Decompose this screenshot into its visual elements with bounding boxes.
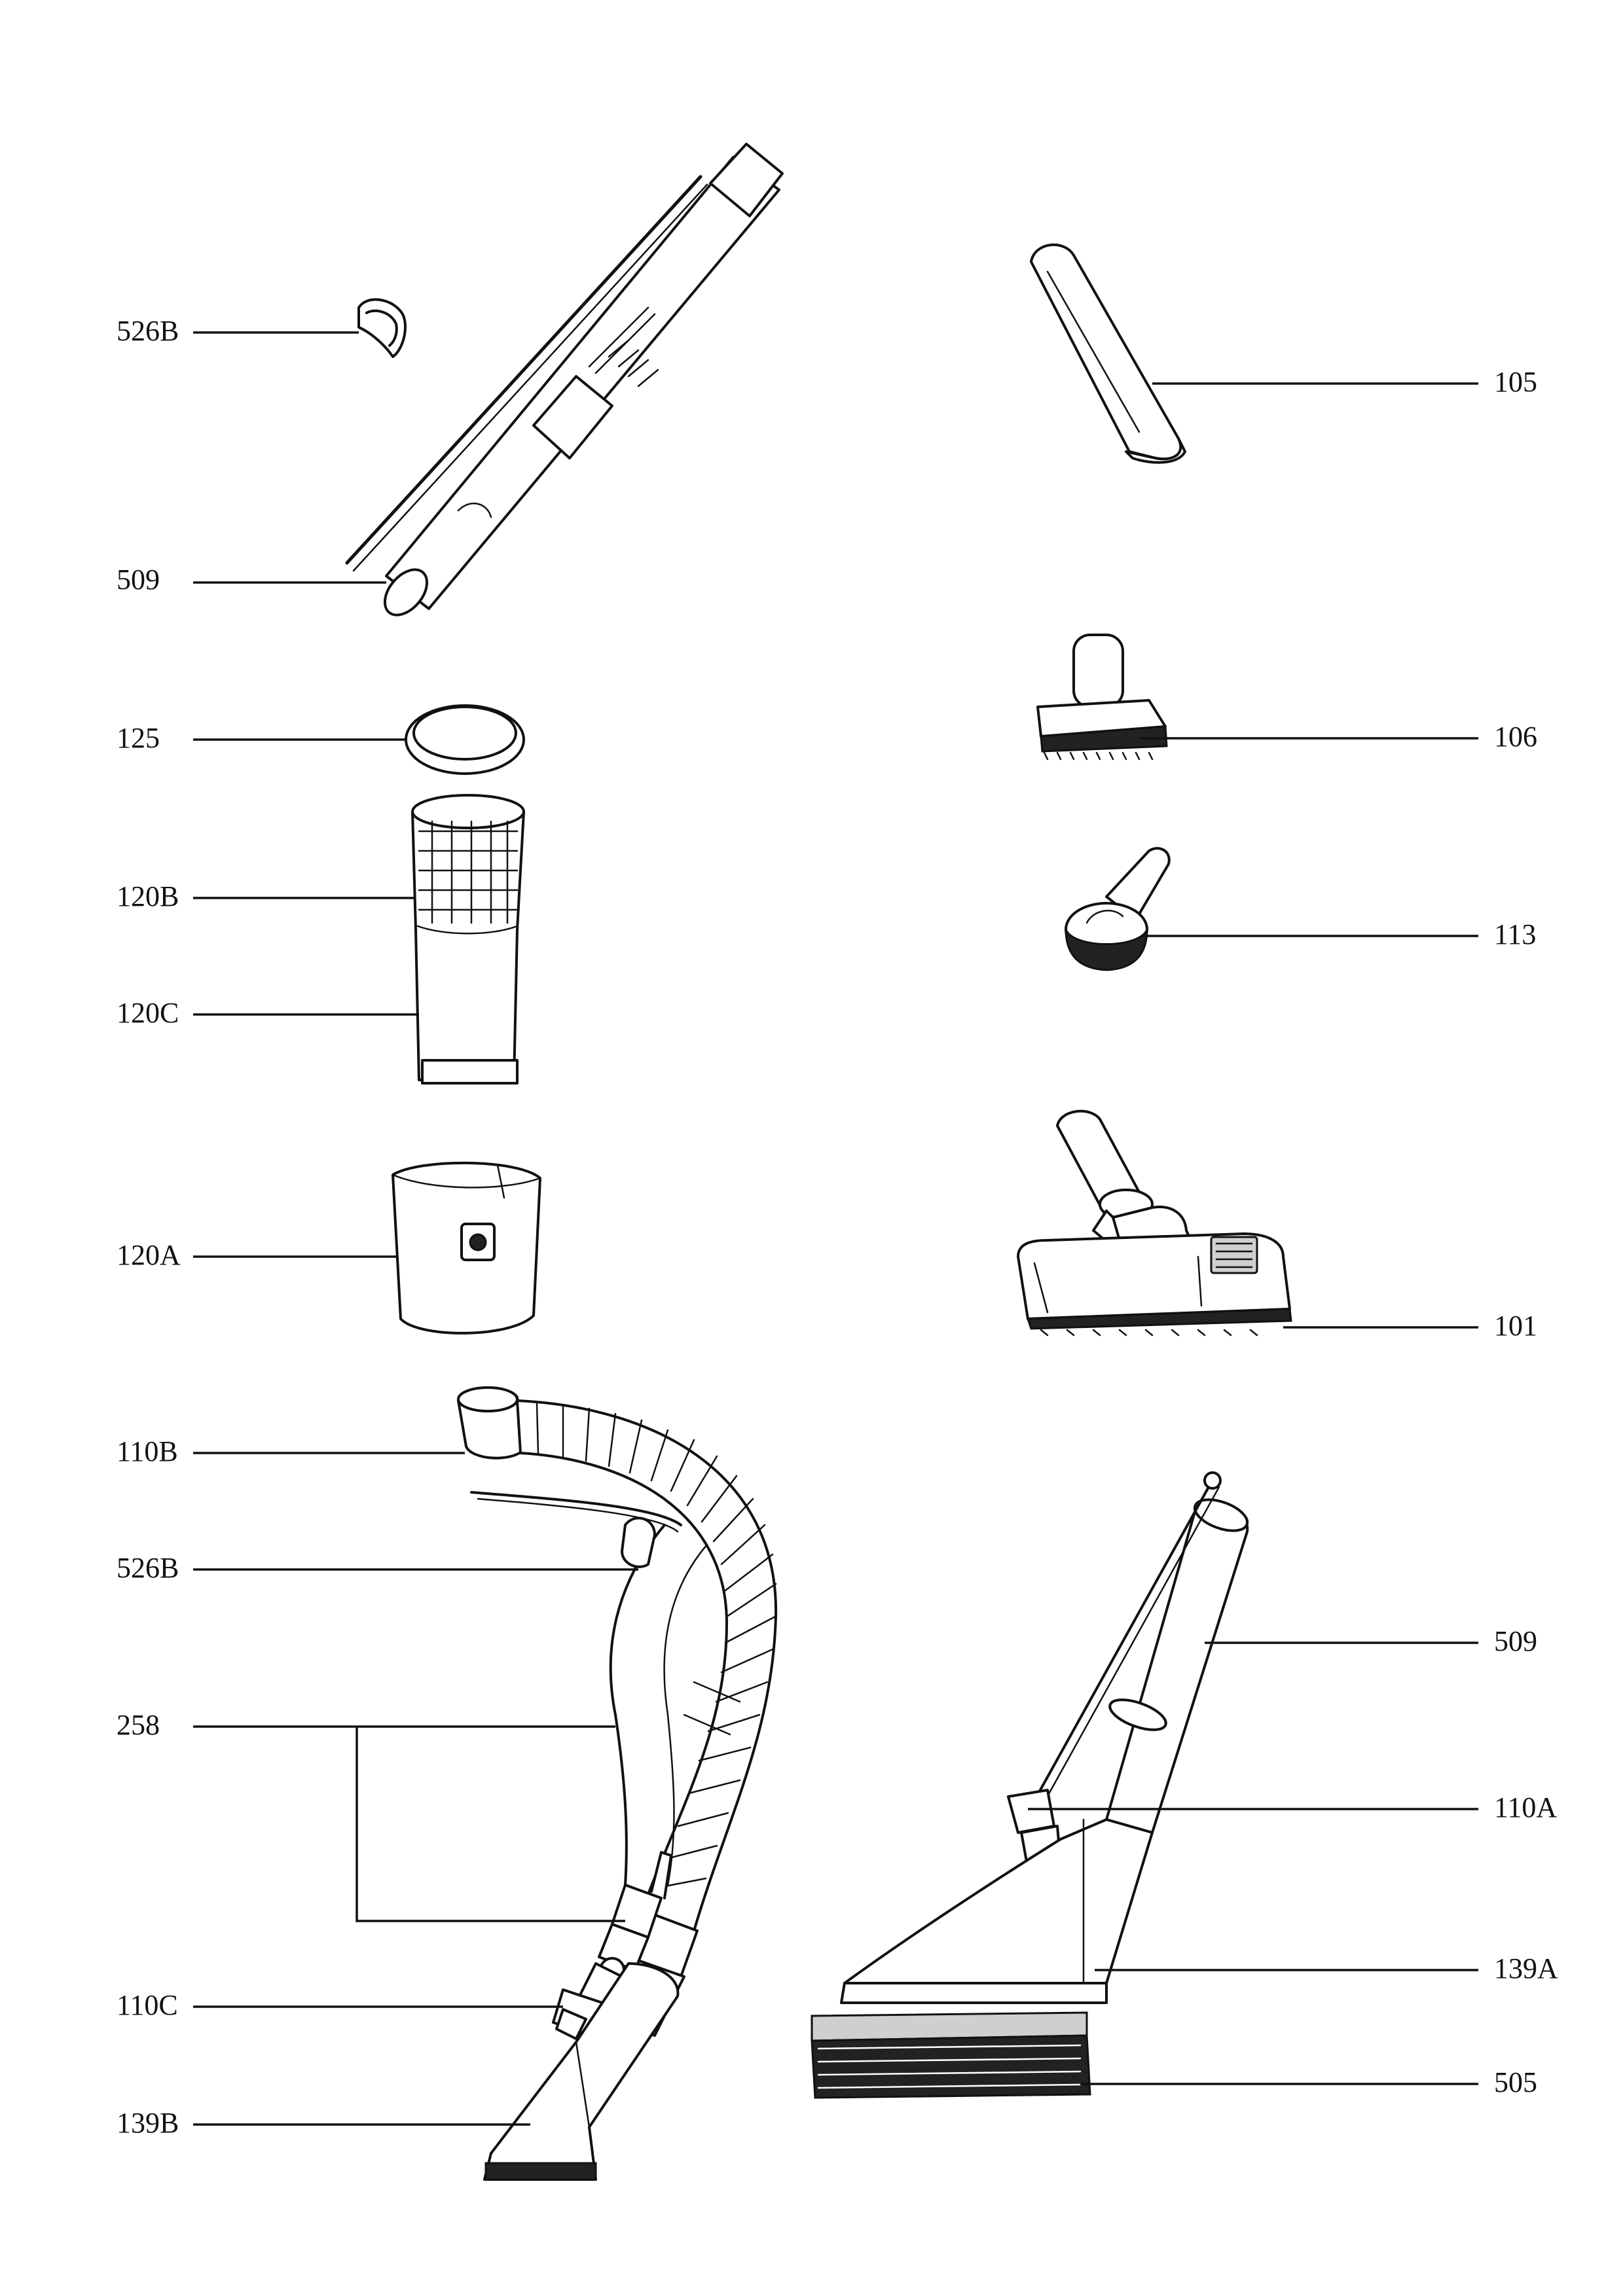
label-105: 105 [1494,366,1537,398]
label-110b: 110B [117,1435,178,1467]
part-120a-canister [392,1161,541,1335]
part-509-wand [345,143,784,617]
label-505: 505 [1494,2066,1537,2098]
part-120b-120c-filter [411,794,525,1085]
label-526b-mid: 526B [117,1552,179,1584]
label-101: 101 [1494,1310,1537,1342]
label-526b-top: 526B [117,315,179,347]
part-125-ring [405,704,525,775]
label-110c: 110C [117,1989,178,2021]
label-509-top: 509 [117,564,160,596]
label-120a: 120A [117,1239,181,1271]
part-113-dusting-brush [1065,847,1171,971]
part-101-floor-nozzle [1017,1109,1292,1336]
label-139b: 139B [117,2107,179,2139]
label-113: 113 [1494,918,1536,950]
part-110b-hose-assembly [457,1386,778,2181]
label-120b: 120B [117,880,179,912]
label-120c: 120C [117,997,179,1029]
leader-258-bracket [356,1727,625,1922]
part-509-110a-139a-505-assembly [811,1471,1249,2099]
label-509-right: 509 [1494,1625,1537,1657]
label-258: 258 [117,1709,160,1741]
label-125: 125 [117,722,160,754]
part-526b-clip [357,298,407,358]
label-110a: 110A [1494,1791,1557,1823]
part-105-crevice-tool [1030,243,1186,464]
label-139a: 139A [1494,1952,1558,1984]
label-106: 106 [1494,721,1537,753]
part-106-upholstery-tool [1036,634,1168,761]
